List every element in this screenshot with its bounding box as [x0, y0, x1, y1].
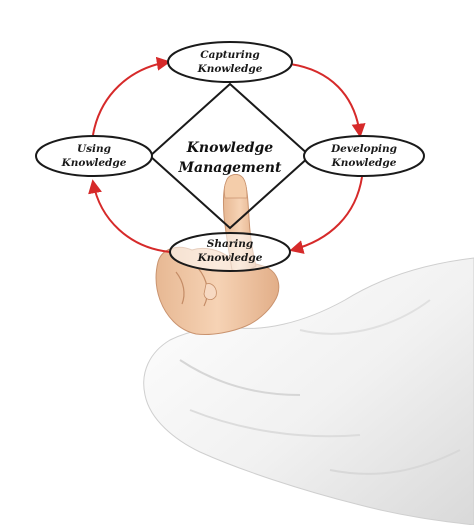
- center-diamond: [148, 82, 312, 230]
- center-title-line2: Management: [178, 160, 282, 176]
- node-using: Using Knowledge: [35, 135, 153, 177]
- arrow-using-to-capturing: [92, 56, 171, 136]
- sleeve-fold: [179, 359, 301, 396]
- node-developing: Developing Knowledge: [303, 135, 425, 177]
- fingertip-overlay: [223, 174, 248, 199]
- node-using-label-line1: Using: [77, 143, 111, 155]
- sleeve-fold: [299, 299, 431, 335]
- node-using-ellipse: [35, 135, 153, 177]
- node-capturing-label-line2: Knowledge: [197, 63, 263, 75]
- center-title-line1: Knowledge: [186, 140, 274, 156]
- shirt-sleeve: [143, 257, 474, 526]
- thumb-nail: [203, 283, 217, 300]
- node-developing-label-line1: Developing: [330, 143, 397, 155]
- node-capturing-label-line1: Capturing: [200, 49, 259, 61]
- node-developing-label-line2: Knowledge: [331, 157, 397, 169]
- node-sharing-label-line1: Sharing: [207, 238, 254, 250]
- pointing-hand-illustration: [143, 174, 474, 526]
- arrow-developing-to-sharing: [289, 176, 363, 254]
- node-developing-ellipse: [303, 135, 425, 177]
- node-capturing-ellipse: [167, 41, 293, 83]
- node-sharing-label-line2: Knowledge: [197, 252, 263, 264]
- arrow-sharing-to-using: [88, 179, 171, 253]
- cycle-arrows: [88, 56, 366, 254]
- node-sharing-ellipse: [169, 232, 291, 272]
- sleeve-fold: [329, 449, 461, 475]
- sleeve-fold: [189, 409, 361, 438]
- node-capturing: Capturing Knowledge: [167, 41, 293, 83]
- finger-crease: [175, 271, 185, 305]
- arrow-capturing-to-developing: [289, 63, 366, 138]
- node-sharing: Sharing Knowledge: [169, 232, 291, 272]
- node-using-label-line2: Knowledge: [61, 157, 127, 169]
